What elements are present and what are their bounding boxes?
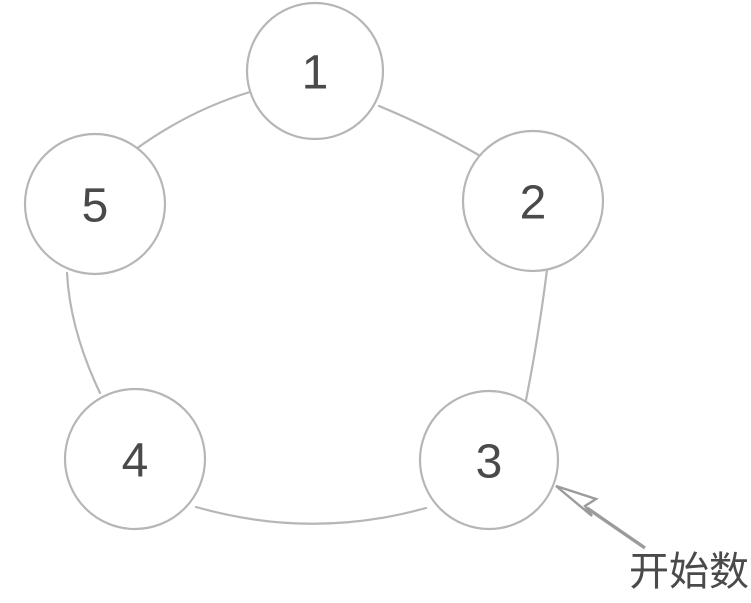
node-3-circle[interactable] <box>418 389 560 531</box>
edge-2-to-3 <box>524 268 549 402</box>
node-2[interactable]: 2 <box>461 129 605 273</box>
annotation-label: 开始数 <box>629 549 749 595</box>
edge-1-to-2 <box>377 104 489 162</box>
arrow-head-icon <box>555 484 599 517</box>
node-3[interactable]: 3 <box>418 389 560 531</box>
arrow-shaft <box>586 506 646 550</box>
node-1-circle[interactable] <box>245 1 385 141</box>
node-5-label: 5 <box>82 180 109 233</box>
edge-5-to-1 <box>134 90 252 151</box>
node-4[interactable]: 4 <box>63 387 207 531</box>
node-5-circle[interactable] <box>23 132 167 276</box>
edge-3-to-4 <box>194 505 428 525</box>
node-4-label: 4 <box>122 435 149 488</box>
annotation-arrow <box>555 484 646 550</box>
node-3-label: 3 <box>476 436 503 489</box>
node-2-label: 2 <box>520 177 547 230</box>
edge-group <box>65 90 549 525</box>
node-1-label: 1 <box>302 47 329 100</box>
edge-4-to-5 <box>65 271 102 395</box>
node-1[interactable]: 1 <box>245 1 385 141</box>
node-2-circle[interactable] <box>461 129 605 273</box>
node-4-circle[interactable] <box>63 387 207 531</box>
node-5[interactable]: 5 <box>23 132 167 276</box>
